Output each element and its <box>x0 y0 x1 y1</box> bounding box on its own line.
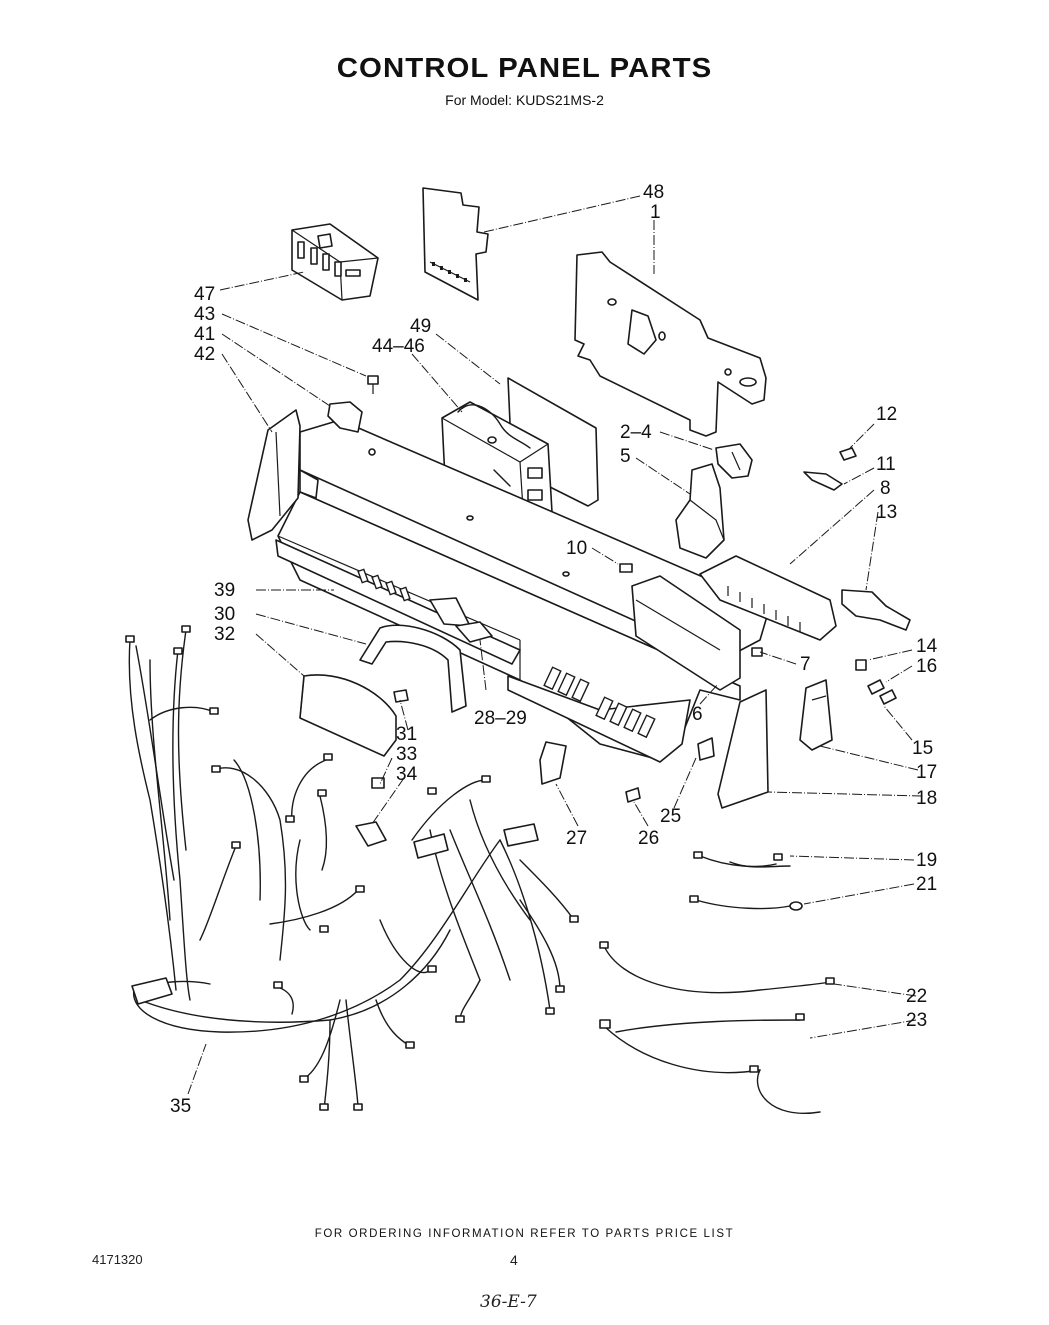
callout-41: 41 <box>194 324 215 345</box>
callout-5: 5 <box>620 446 631 467</box>
callout-30: 30 <box>214 604 235 625</box>
callout-35: 35 <box>170 1096 191 1117</box>
callout-26: 26 <box>638 828 659 849</box>
callout-21: 21 <box>916 874 937 895</box>
part-48-circuit-board <box>422 187 489 301</box>
part-41-bracket <box>327 401 363 433</box>
part-25-clip <box>697 737 715 761</box>
callout-1: 1 <box>650 202 661 223</box>
part-27-knob <box>539 741 567 785</box>
callout-16: 16 <box>916 656 937 677</box>
handwritten-code: 36-E-7 <box>480 1292 537 1312</box>
part-42-end-cap-left <box>247 409 301 541</box>
part-19-wire-lead <box>693 851 791 868</box>
page-number: 4 <box>510 1252 518 1268</box>
part-33-screw <box>371 777 385 789</box>
callout-8: 8 <box>880 478 891 499</box>
part-5-bracket <box>675 463 725 559</box>
leader-lines <box>187 195 923 1095</box>
part-21-wire-lead <box>689 895 803 911</box>
part-18-end-cap-right <box>717 689 769 809</box>
part-7-screw <box>751 647 763 657</box>
callout-27: 27 <box>566 828 587 849</box>
model-subtitle: For Model: KUDS21MS-2 <box>445 92 604 108</box>
callout-43: 43 <box>194 304 215 325</box>
part-31-screw <box>393 689 409 703</box>
callout-48: 48 <box>643 182 664 203</box>
ordering-note: FOR ORDERING INFORMATION REFER TO PARTS … <box>314 1228 735 1240</box>
callout-18: 18 <box>916 788 937 809</box>
callout-47: 47 <box>194 284 215 305</box>
part-26-screw <box>625 787 641 803</box>
part-35-wire-harness <box>125 625 579 1111</box>
callout-14: 14 <box>916 636 938 657</box>
part-14-screw <box>855 659 867 671</box>
callout-34: 34 <box>396 764 418 785</box>
part-13-lever <box>841 589 911 631</box>
page-title: CONTROL PANEL PARTS <box>336 52 713 83</box>
callout-49: 49 <box>410 316 431 337</box>
callout-2-4: 2–4 <box>620 422 652 443</box>
callout-7: 7 <box>800 654 811 675</box>
callout-23: 23 <box>906 1010 927 1031</box>
callout-39: 39 <box>214 580 235 601</box>
callout-31: 31 <box>396 724 417 745</box>
callout-6: 6 <box>692 704 703 725</box>
callout-42: 42 <box>194 344 215 365</box>
part-6-7-bracket <box>631 575 741 691</box>
part-8-latch <box>699 555 837 641</box>
callout-44-46: 44–46 <box>372 336 425 357</box>
part-43-screw <box>367 375 379 394</box>
document-number: 4171320 <box>92 1252 143 1267</box>
part-17-bracket <box>799 679 833 751</box>
part-34-clip <box>355 821 387 847</box>
part-15-16-screws <box>867 679 897 705</box>
part-32-lens <box>299 674 397 757</box>
callout-22: 22 <box>906 986 927 1007</box>
callout-labels: 48 1 47 43 41 42 49 44–46 2–4 5 12 11 8 … <box>170 182 938 1117</box>
callout-13: 13 <box>876 502 897 523</box>
callout-11: 11 <box>876 454 896 475</box>
callout-15: 15 <box>912 738 933 759</box>
part-12-screw <box>839 447 857 461</box>
callout-10: 10 <box>566 538 587 559</box>
part-47-switch-block <box>291 223 379 301</box>
part-10-screw <box>619 563 633 573</box>
callout-28-29: 28–29 <box>474 708 527 729</box>
callout-33: 33 <box>396 744 417 765</box>
part-11-clip <box>803 471 843 491</box>
part-23-wire-lead <box>599 1013 821 1114</box>
part-30-bracket <box>359 624 467 713</box>
callout-32: 32 <box>214 624 235 645</box>
part-1-control-board <box>574 251 767 437</box>
callout-19: 19 <box>916 850 937 871</box>
part-28-29-clip <box>455 621 493 643</box>
part-2-4-switch <box>715 443 753 479</box>
callout-12: 12 <box>876 404 897 425</box>
part-22-wire-lead <box>599 941 835 994</box>
callout-25: 25 <box>660 806 681 827</box>
callout-17: 17 <box>916 762 937 783</box>
